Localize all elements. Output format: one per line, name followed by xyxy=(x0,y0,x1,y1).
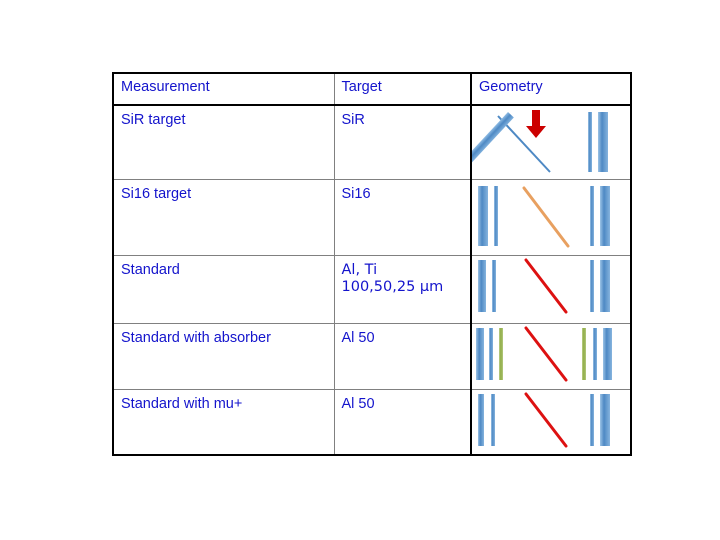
diagonal-guide-line xyxy=(497,115,551,173)
table-row: Standard Al, Ti 100,50,25 μm xyxy=(113,255,631,324)
detector-bar-wide xyxy=(600,260,610,313)
si16-target-geometry xyxy=(472,180,630,255)
standard-mu-geometry xyxy=(472,390,630,454)
measurement-label: Standard with absorber xyxy=(121,329,271,346)
sir-target-geometry xyxy=(472,106,630,179)
cell-target: Al 50 xyxy=(333,322,472,391)
beam-arrow-icon xyxy=(526,110,546,139)
detector-bar-wide xyxy=(598,112,608,173)
table-row: Standard with absorber Al 50 xyxy=(113,322,631,391)
detector-bar-thin xyxy=(494,186,498,247)
header-label-target: Target xyxy=(341,79,382,95)
standard-absorber-geometry xyxy=(472,324,630,389)
table-row: Standard with mu+ Al 50 xyxy=(113,389,631,455)
detector-bar-wide xyxy=(600,394,610,447)
header-label-measurement: Measurement xyxy=(121,79,210,95)
detector-bar-wide xyxy=(478,186,488,247)
target-label: Al, Ti 100,50,25 μm xyxy=(341,262,444,296)
diagonal-target-line xyxy=(524,392,568,448)
geometry-diagram xyxy=(478,186,610,248)
cell-measurement: Standard with absorber xyxy=(113,322,335,391)
detector-bar-thin xyxy=(478,394,484,447)
absorber-bar xyxy=(499,327,503,380)
diagonal-target-line xyxy=(522,186,570,248)
cell-geometry xyxy=(470,179,631,257)
standard-geometry xyxy=(472,256,630,322)
detector-bar-thin xyxy=(590,186,594,247)
cell-geometry xyxy=(470,104,631,181)
geometry-diagram xyxy=(478,258,610,314)
table-row: Si16 target Si16 xyxy=(113,179,631,257)
detector-bar-thin xyxy=(593,327,597,380)
measurement-geometry-table: Measurement Target Geometry SiR target S… xyxy=(112,72,632,456)
cell-measurement: SiR target xyxy=(113,104,335,181)
detector-bar-thin xyxy=(590,394,594,447)
table-row: SiR target SiR xyxy=(113,104,631,181)
detector-bar-wide xyxy=(600,186,610,247)
detector-bar-wide xyxy=(603,327,612,380)
header-label-geometry: Geometry xyxy=(479,79,543,95)
absorber-bar xyxy=(582,327,586,380)
target-label: Al 50 xyxy=(341,396,375,413)
detector-bar-thin xyxy=(590,260,594,313)
measurement-label: Si16 target xyxy=(121,186,192,203)
cell-target: Al 50 xyxy=(333,389,472,455)
geometry-diagram xyxy=(478,392,610,448)
measurement-label: SiR target xyxy=(121,112,186,129)
detector-bar-wide xyxy=(478,260,486,313)
target-label: Al 50 xyxy=(341,329,375,346)
cell-measurement: Si16 target xyxy=(113,179,335,257)
cell-target: Al, Ti 100,50,25 μm xyxy=(333,255,472,324)
cell-target: Si16 xyxy=(333,179,472,257)
cell-measurement: Standard xyxy=(113,255,335,324)
cell-measurement: Standard with mu+ xyxy=(113,389,335,455)
measurement-label: Standard xyxy=(121,262,180,279)
detector-bar-thin xyxy=(491,394,495,447)
target-label: SiR xyxy=(341,112,365,129)
diagonal-target-bar xyxy=(472,112,514,171)
cell-geometry xyxy=(470,322,631,391)
diagonal-target-line xyxy=(524,326,568,382)
table-header-row: Measurement Target Geometry xyxy=(113,73,631,107)
target-label: Si16 xyxy=(341,186,371,203)
header-cell-geometry: Geometry xyxy=(470,73,631,107)
detector-bar-thin xyxy=(492,260,496,313)
cell-geometry xyxy=(470,389,631,455)
header-cell-measurement: Measurement xyxy=(113,73,335,107)
diagonal-target-line xyxy=(524,258,568,314)
geometry-diagram xyxy=(472,110,608,173)
cell-geometry xyxy=(470,255,631,324)
cell-target: SiR xyxy=(333,104,472,181)
header-cell-target: Target xyxy=(333,73,472,107)
detector-bar-thin xyxy=(489,327,493,380)
geometry-diagram xyxy=(476,326,612,382)
detector-bar-wide xyxy=(476,327,484,380)
detector-bar-thin xyxy=(588,112,592,173)
measurement-label: Standard with mu+ xyxy=(121,396,243,413)
